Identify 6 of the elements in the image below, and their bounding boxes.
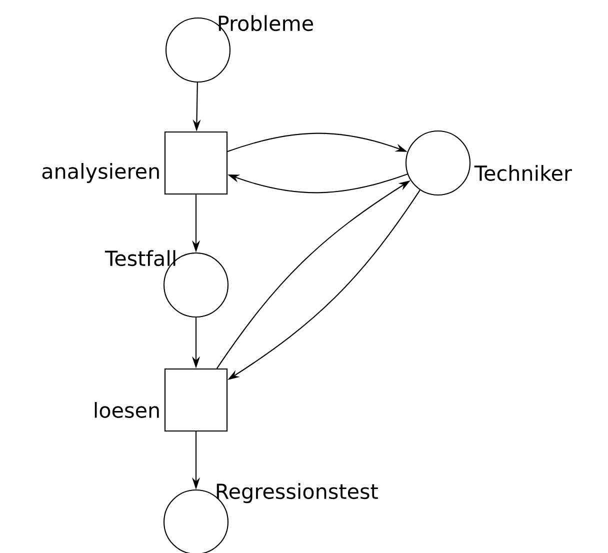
place-label: Techniker	[474, 165, 572, 181]
place-label: Probleme	[218, 15, 313, 32]
place-label: Regressionstest	[216, 483, 378, 504]
place-label: analysieren	[42, 163, 159, 183]
place-label: loesen	[94, 402, 159, 418]
place-label: Testfall	[104, 250, 176, 266]
